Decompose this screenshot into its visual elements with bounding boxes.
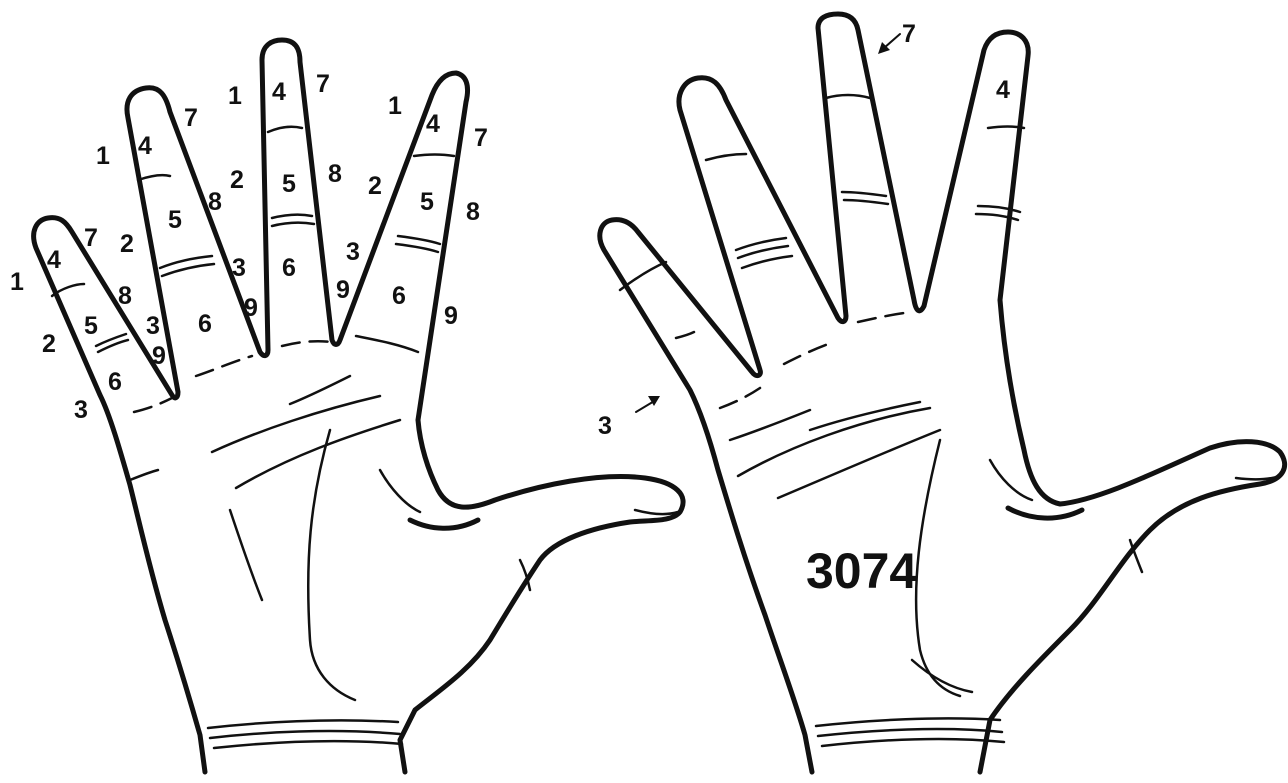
left-index-crease-1 (414, 155, 454, 157)
right-palm-line-1 (810, 402, 920, 430)
left-ring-label-9: 9 (244, 294, 258, 322)
palm-number: 3074 (806, 543, 917, 599)
left-ring-crease-1 (138, 175, 170, 180)
left-wrist-line-3 (214, 741, 402, 748)
left-palm-line-1 (290, 376, 350, 404)
left-heart-line (212, 396, 380, 452)
left-thumb-web-1 (380, 470, 420, 512)
left-middle-label-2: 2 (230, 166, 244, 194)
right-middle-crease-2 (842, 192, 886, 196)
left-life-line (308, 430, 355, 700)
right-middle-crease-1 (826, 95, 870, 98)
left-index-crease-3 (396, 244, 438, 252)
left-middle-label-3: 3 (232, 254, 246, 282)
left-index-label-5: 5 (420, 188, 434, 216)
right-wrist-line-3 (822, 739, 1004, 746)
right-palm-line-2 (730, 410, 810, 440)
left-ring-label-7: 7 (184, 104, 198, 132)
left-ring-label-3: 3 (146, 312, 160, 340)
left-pinky-label-3: 3 (74, 396, 88, 424)
left-middle-label-8: 8 (328, 160, 342, 188)
left-index-labels: 1 4 7 2 5 8 3 6 9 (346, 92, 488, 330)
left-pinky-label-9: 9 (152, 342, 166, 370)
left-ring-label-1: 1 (96, 142, 110, 170)
left-pinky-label-6: 6 (108, 368, 122, 396)
left-pinky-label-2: 2 (42, 330, 56, 358)
left-ring-label-5: 5 (168, 206, 182, 234)
right-pinky-crease-1 (620, 262, 666, 290)
left-middle-label-4: 4 (272, 78, 286, 106)
left-middle-label-5: 5 (282, 170, 296, 198)
right-pinky-crease-2 (676, 332, 694, 338)
left-pinky-crease-2 (96, 334, 126, 346)
right-hand (600, 14, 1285, 772)
left-middle-crease-1 (268, 127, 302, 132)
left-hand (34, 40, 683, 772)
left-middle-label-7: 7 (316, 70, 330, 98)
right-thumbnail (1236, 476, 1280, 479)
left-index-label-4: 4 (426, 110, 440, 138)
left-wrist-line-1 (208, 720, 398, 728)
left-middle-label-1: 1 (228, 82, 242, 110)
right-ring-crease-4 (742, 256, 792, 268)
left-palm-line-2 (130, 470, 158, 480)
left-ring-label-6: 6 (198, 310, 212, 338)
right-pointer-label-3: 3 (598, 412, 612, 440)
right-hand-labels: 3 7 4 3074 (598, 20, 1010, 599)
left-pinky-label-4: 4 (47, 246, 61, 274)
left-index-label-6: 6 (392, 282, 406, 310)
left-ring-crease-3 (162, 264, 214, 276)
right-pointer-label-7: 7 (902, 20, 916, 48)
right-ring-crease-1 (706, 154, 746, 160)
left-index-label-2: 2 (368, 172, 382, 200)
left-index-label-3: 3 (346, 238, 360, 266)
right-index-label-4: 4 (996, 76, 1010, 104)
left-thumb-web-2 (410, 520, 478, 528)
right-hand-outline (600, 14, 1285, 772)
arrow-icon (878, 34, 900, 54)
left-palm-vertical (230, 510, 262, 600)
left-pinky-label-5: 5 (84, 312, 98, 340)
left-thumbnail (635, 510, 678, 514)
left-wrist-line-2 (210, 731, 400, 738)
left-middle-labels: 1 4 7 2 5 8 3 6 9 (228, 70, 350, 304)
left-index-label-1: 1 (388, 92, 402, 120)
left-pinky-label-8: 8 (118, 282, 132, 310)
left-index-label-9: 9 (444, 302, 458, 330)
left-index-crease-2 (398, 236, 440, 244)
left-middle-crease-2 (272, 215, 312, 218)
right-thumb-web-2 (1008, 508, 1082, 518)
left-ring-label-4: 4 (138, 132, 152, 160)
right-index-crease-2 (978, 206, 1020, 212)
left-index-crease-4 (356, 336, 418, 352)
left-ring-label-8: 8 (208, 188, 222, 216)
left-pinky-label-1: 1 (10, 268, 24, 296)
right-wrist-line-2 (818, 729, 1002, 736)
left-index-label-7: 7 (474, 124, 488, 152)
right-middle-crease-3 (844, 200, 888, 204)
left-index-label-8: 8 (466, 198, 480, 226)
right-head-line (778, 430, 940, 498)
right-life-line (916, 440, 960, 696)
left-middle-label-9: 9 (336, 276, 350, 304)
left-hand-outline (34, 40, 683, 772)
right-index-crease-1 (988, 127, 1024, 129)
left-middle-crease-3 (272, 223, 314, 226)
right-heart-line (738, 408, 930, 476)
right-wrist-line-1 (816, 718, 1000, 726)
left-middle-label-6: 6 (282, 254, 296, 282)
left-pinky-label-7: 7 (84, 224, 98, 252)
arrow-icon (636, 396, 660, 412)
left-ring-label-2: 2 (120, 230, 134, 258)
